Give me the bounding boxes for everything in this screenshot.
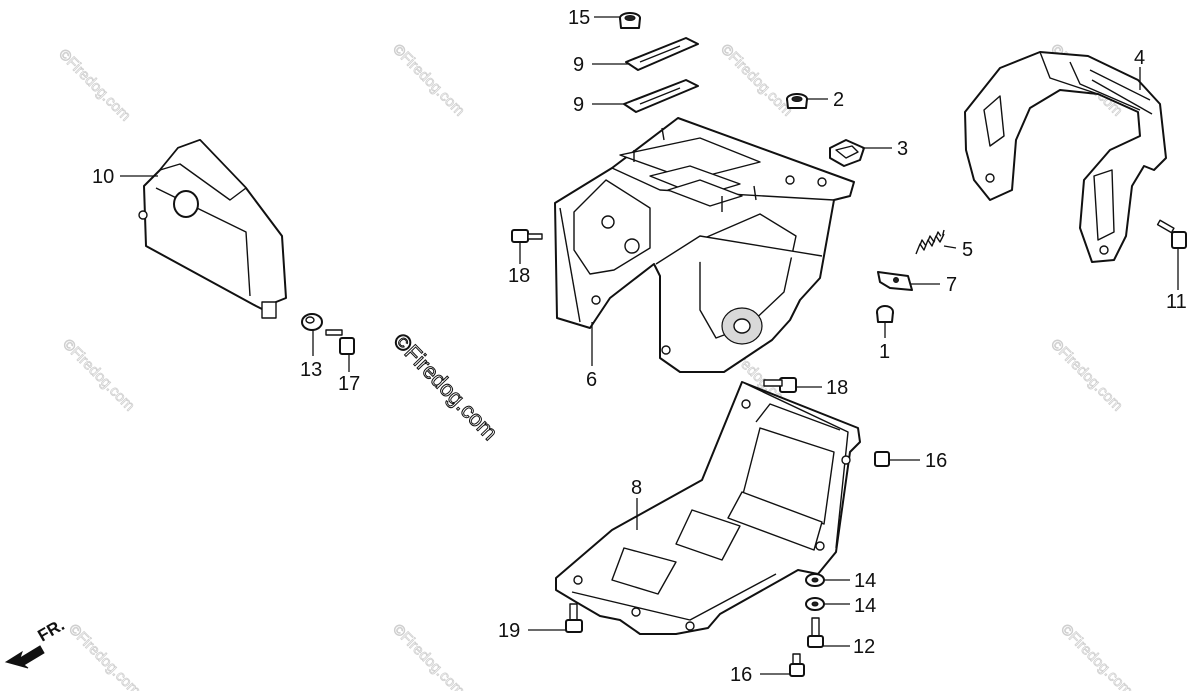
center-watermark: ©Firedog.com bbox=[388, 328, 502, 445]
part-9-plate-upper bbox=[625, 37, 699, 71]
part-labels: 15 9 9 2 3 4 10 5 7 1 18 11 13 17 6 18 1… bbox=[92, 7, 1187, 686]
label-14b: 14 bbox=[854, 595, 876, 617]
part-12-bolt bbox=[807, 617, 824, 648]
part-13-collar bbox=[301, 313, 323, 331]
part-8-plate bbox=[555, 381, 861, 635]
label-8: 8 bbox=[631, 477, 642, 499]
watermark: ©Firedog.com bbox=[717, 41, 796, 120]
part-16-bolt-lower bbox=[789, 653, 805, 677]
label-11: 11 bbox=[1166, 291, 1187, 313]
label-14a: 14 bbox=[854, 570, 876, 592]
watermark: ©Firedog.com bbox=[1047, 336, 1126, 415]
label-9b: 9 bbox=[573, 94, 584, 116]
front-arrow-icon bbox=[4, 645, 45, 669]
leader-lines bbox=[120, 16, 1179, 675]
part-15-grommet bbox=[619, 12, 641, 29]
label-3: 3 bbox=[897, 138, 908, 160]
label-7: 7 bbox=[946, 274, 957, 296]
watermark: ©Firedog.com bbox=[65, 621, 144, 691]
watermark: ©Firedog.com bbox=[55, 46, 134, 125]
front-direction-indicator: FR. bbox=[4, 615, 68, 669]
watermark: ©Firedog.com bbox=[389, 41, 468, 120]
label-13: 13 bbox=[300, 359, 322, 381]
label-6: 6 bbox=[586, 369, 597, 391]
part-17-bolt bbox=[325, 329, 355, 355]
watermark: ©Firedog.com bbox=[1057, 621, 1136, 691]
part-3-rubber-mount bbox=[829, 139, 865, 167]
watermark: ©Firedog.com bbox=[389, 621, 468, 691]
label-1: 1 bbox=[879, 341, 890, 363]
part-16-bolt-upper bbox=[874, 451, 890, 467]
part-14-nut-lower bbox=[805, 597, 825, 611]
front-label: FR. bbox=[35, 615, 68, 645]
label-16a: 16 bbox=[925, 450, 947, 472]
label-2: 2 bbox=[833, 89, 844, 111]
label-16b: 16 bbox=[730, 664, 752, 686]
part-4-bracket bbox=[964, 51, 1167, 263]
part-6-frame bbox=[554, 117, 855, 373]
label-17: 17 bbox=[338, 373, 360, 395]
label-10: 10 bbox=[92, 166, 114, 188]
part-10-cover bbox=[138, 139, 287, 319]
part-19-bolt bbox=[565, 603, 583, 633]
part-11-bolt bbox=[1156, 219, 1187, 249]
watermark: ©Firedog.com bbox=[59, 336, 138, 415]
part-14-nut-upper bbox=[805, 573, 825, 587]
part-2-grommet bbox=[786, 93, 808, 109]
label-19: 19 bbox=[498, 620, 520, 642]
label-4: 4 bbox=[1134, 47, 1145, 69]
label-9a: 9 bbox=[573, 54, 584, 76]
label-15: 15 bbox=[568, 7, 590, 29]
part-18-bolt-lower bbox=[763, 377, 797, 393]
label-12: 12 bbox=[853, 636, 875, 658]
part-7-clip bbox=[877, 271, 913, 291]
part-1-cap bbox=[876, 305, 894, 323]
label-18a: 18 bbox=[508, 265, 530, 287]
part-9-plate-lower bbox=[623, 79, 699, 113]
part-18-bolt-upper bbox=[511, 229, 543, 243]
part-5-spring bbox=[915, 229, 945, 255]
label-5: 5 bbox=[962, 239, 973, 261]
label-18b: 18 bbox=[826, 377, 848, 399]
